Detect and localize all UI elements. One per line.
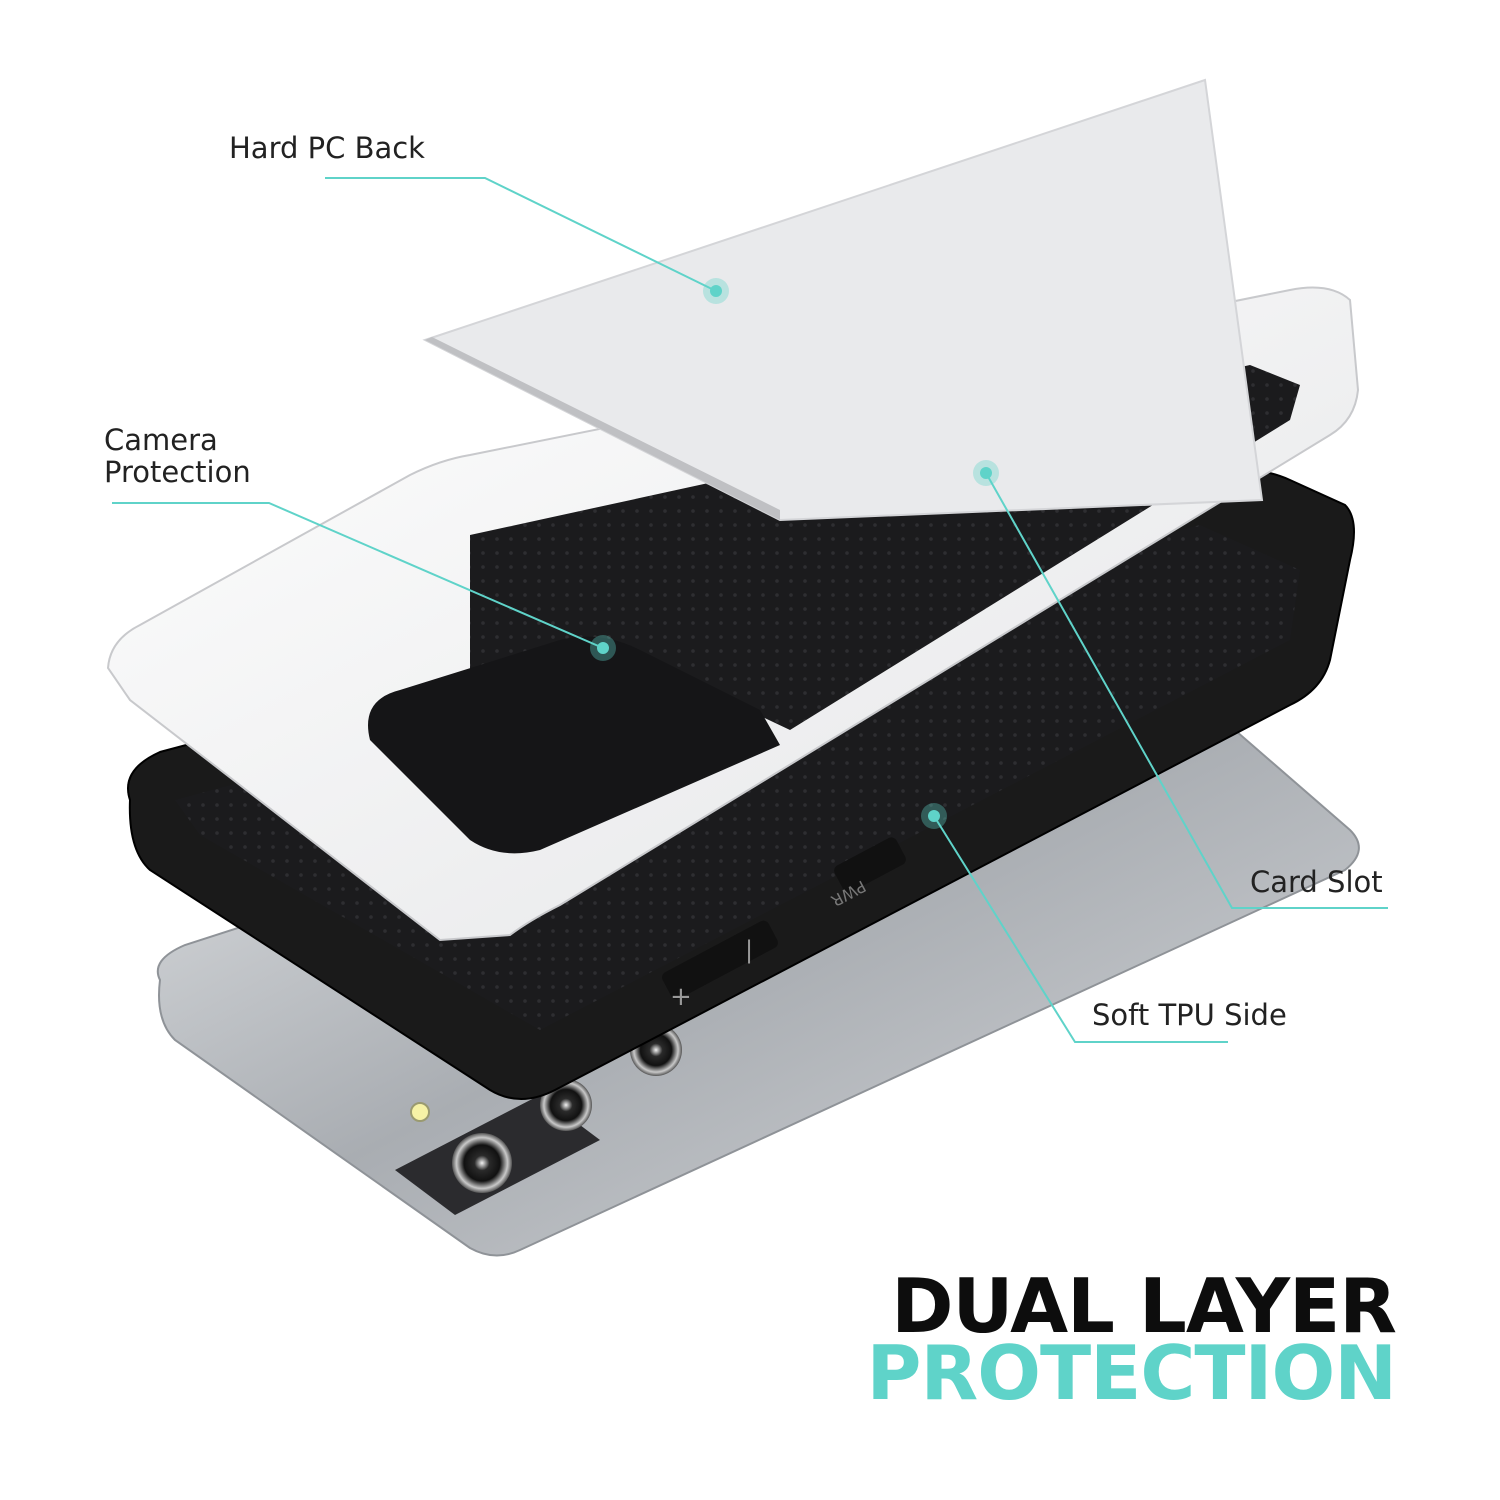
hard-pc-back-cover bbox=[422, 78, 1264, 522]
callout-label-hard-pc-back: Hard PC Back bbox=[229, 131, 425, 165]
callout-line-soft-tpu-side bbox=[933, 815, 1228, 1043]
volume-button-shape bbox=[662, 920, 778, 1000]
volume-plus-label: + bbox=[670, 982, 692, 1012]
callout-label-card-slot: Card Slot bbox=[1250, 865, 1383, 899]
callout-lines bbox=[112, 177, 1388, 1043]
headline-protection: PROTECTION bbox=[866, 1329, 1397, 1417]
callout-dot-hard-pc-back bbox=[710, 285, 722, 297]
callout-label-soft-tpu-side: Soft TPU Side bbox=[1092, 998, 1287, 1032]
headline-dual-layer: DUAL LAYER bbox=[891, 1262, 1397, 1350]
callout-dot-soft-tpu-side bbox=[928, 810, 940, 822]
flash-icon bbox=[410, 1102, 430, 1122]
callout-line-card-slot bbox=[985, 472, 1388, 909]
callout-line-hard-pc-back bbox=[325, 177, 717, 292]
callout-dots bbox=[590, 278, 999, 829]
power-button-shape bbox=[834, 837, 906, 893]
callout-dot-camera-protection bbox=[597, 642, 609, 654]
callout-dot-card-slot bbox=[980, 467, 992, 479]
volume-minus-label: | bbox=[745, 936, 753, 964]
camera-lens-icon bbox=[452, 1133, 512, 1193]
callout-line-camera-protection bbox=[112, 502, 604, 649]
callout-label-camera-line2: Protection bbox=[104, 455, 251, 490]
callout-label-camera-protection: Camera Protection bbox=[104, 424, 251, 489]
callout-label-camera-line1: Camera bbox=[104, 423, 218, 457]
